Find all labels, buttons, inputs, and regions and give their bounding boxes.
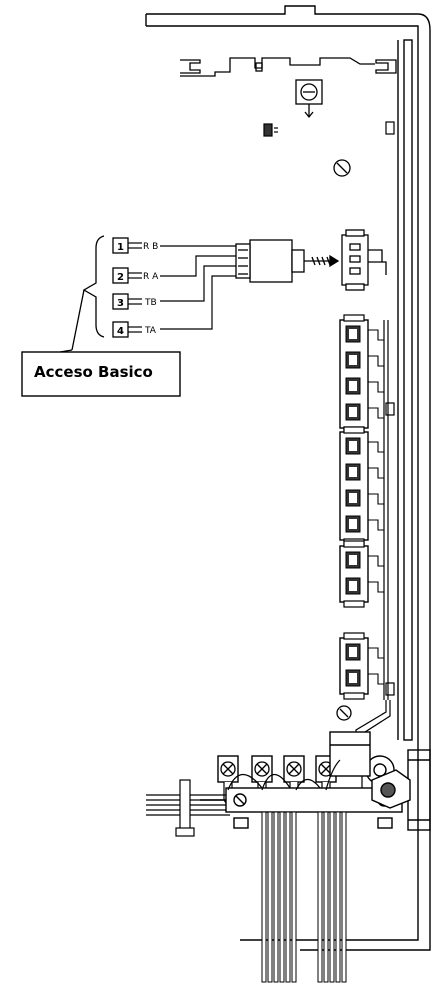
terminal-2: 2 R A <box>112 267 159 284</box>
terminal-1: 1 R B <box>112 237 158 254</box>
terminal-3-label: TB <box>144 298 157 308</box>
led-icon <box>263 123 278 137</box>
terminal-leads <box>227 759 341 791</box>
terminal-2-number: 2 <box>117 272 124 283</box>
terminal-3-number: 3 <box>117 298 124 309</box>
acceso-basico-callout: Acceso Basico <box>21 351 181 397</box>
connector-stack <box>339 314 384 700</box>
cable-bundle-left <box>146 779 230 837</box>
connector-module <box>339 314 384 434</box>
terminal-4-number: 4 <box>117 326 124 337</box>
terminal-3-box <box>112 293 129 310</box>
terminal-1-box <box>112 237 129 254</box>
terminal-4-box <box>112 321 129 338</box>
terminal-wires <box>160 245 236 330</box>
callout-title: Acceso Basico <box>34 363 153 381</box>
terminal-4-label: TA <box>144 326 157 336</box>
terminal-2-label: R A <box>143 272 159 282</box>
enclosure-outline <box>145 5 431 951</box>
terminal-4: 4 TA <box>112 321 157 338</box>
ground-symbol-icon <box>336 705 352 721</box>
adjust-screw-icon <box>295 79 323 119</box>
connector-module <box>339 426 384 546</box>
mount-screw-icon <box>333 159 351 177</box>
screw-terminal <box>217 755 239 808</box>
header-connector <box>341 229 387 291</box>
terminal-1-number: 1 <box>117 242 124 253</box>
rail-markers <box>385 121 395 696</box>
cable-bundle-down <box>261 811 347 983</box>
connector-module <box>339 540 384 608</box>
terminal-1-label: R B <box>143 242 158 252</box>
brace-bracket <box>59 235 105 353</box>
connector-plug <box>235 239 340 283</box>
fixing-block <box>329 731 411 809</box>
terminal-2-box <box>112 267 129 284</box>
connector-module <box>339 632 384 700</box>
terminal-3: 3 TB <box>112 293 157 310</box>
top-bracket <box>180 57 397 77</box>
